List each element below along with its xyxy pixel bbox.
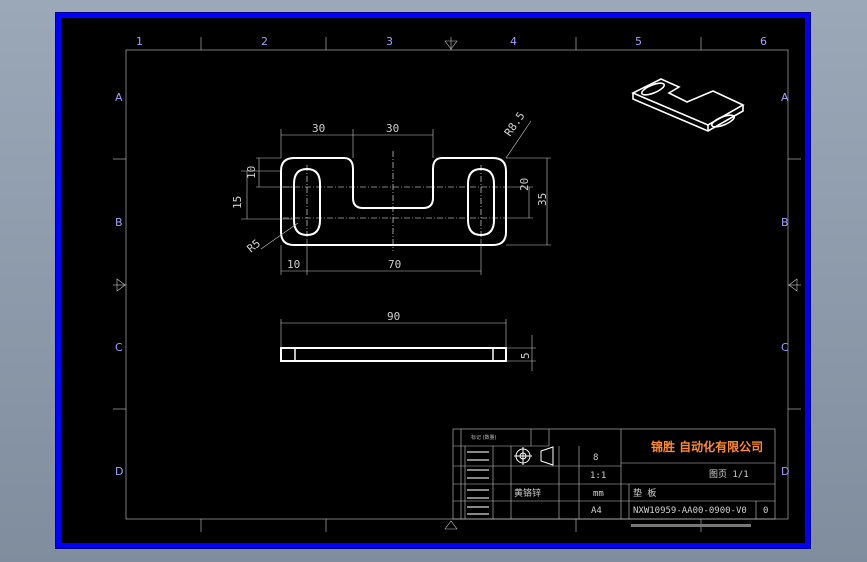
dim-70: 70 (388, 258, 401, 271)
zone-col-4: 4 (510, 35, 517, 48)
dim-r5: R5 (245, 237, 264, 255)
zone-col-5: 5 (635, 35, 642, 48)
zone-col-2: 2 (261, 35, 268, 48)
zone-row-d-right: D (781, 465, 789, 478)
slot-right (467, 167, 495, 237)
zone-row-a-left: A (115, 91, 123, 104)
title-block-header-note: 标记 (数量) (471, 434, 497, 441)
center-mark-right (788, 278, 798, 292)
dim-10-horizontal: 10 (287, 258, 300, 271)
zone-col-3: 3 (386, 35, 393, 48)
center-mark-left (116, 278, 126, 292)
dim-5: 5 (519, 352, 532, 359)
dim-35: 35 (536, 193, 549, 206)
dim-15: 15 (231, 196, 244, 209)
drawing-sheet: 1 2 3 4 5 6 A B C D A B C D (61, 18, 805, 543)
material-code: 8 (593, 453, 598, 463)
title-block-small-text (467, 451, 751, 527)
projection-symbol-icon (514, 446, 554, 466)
dim-10-vertical: 10 (245, 166, 258, 179)
dim-20: 20 (518, 178, 531, 191)
zone-col-1: 1 (136, 35, 143, 48)
center-mark-top (444, 40, 458, 50)
zone-ticks (113, 37, 801, 532)
scale: 1:1 (590, 471, 606, 481)
dim-30-left: 30 (312, 122, 325, 135)
side-view-plate (280, 347, 507, 362)
part-name: 垫 板 (633, 487, 656, 499)
sheet-info: 图页 1/1 (709, 469, 749, 480)
zone-row-a-right: A (781, 91, 789, 104)
zone-row-c-left: C (115, 341, 123, 354)
center-mark-bottom (444, 520, 458, 530)
company-name: 锦胜 自动化有限公司 (651, 439, 763, 454)
dim-90: 90 (387, 310, 400, 323)
sheet-size: A4 (591, 506, 602, 516)
zone-row-b-left: B (115, 216, 123, 229)
drawing-frame: 1 2 3 4 5 6 A B C D A B C D (55, 12, 811, 549)
cad-drawing: 1 2 3 4 5 6 A B C D A B C D (113, 35, 801, 532)
surface-treatment: 黄铬锌 (514, 487, 541, 499)
drawing-number: NXW10959-AA00-0900-V0 (633, 506, 747, 516)
zone-row-b-right: B (781, 216, 789, 229)
plate-outline (280, 157, 507, 246)
zone-row-d-left: D (115, 465, 123, 478)
dimension-lines-top-view (241, 120, 551, 275)
dimension-lines-side-view (280, 319, 536, 371)
slot-left (293, 167, 321, 237)
version: 0 (763, 506, 768, 516)
dim-r85: R8.5 (502, 110, 528, 139)
dim-30-middle: 30 (386, 122, 399, 135)
zone-col-6: 6 (760, 35, 767, 48)
unit: mm (593, 489, 604, 499)
zone-row-c-right: C (781, 341, 789, 354)
isometric-view (631, 78, 745, 132)
title-block-grid (452, 428, 776, 520)
